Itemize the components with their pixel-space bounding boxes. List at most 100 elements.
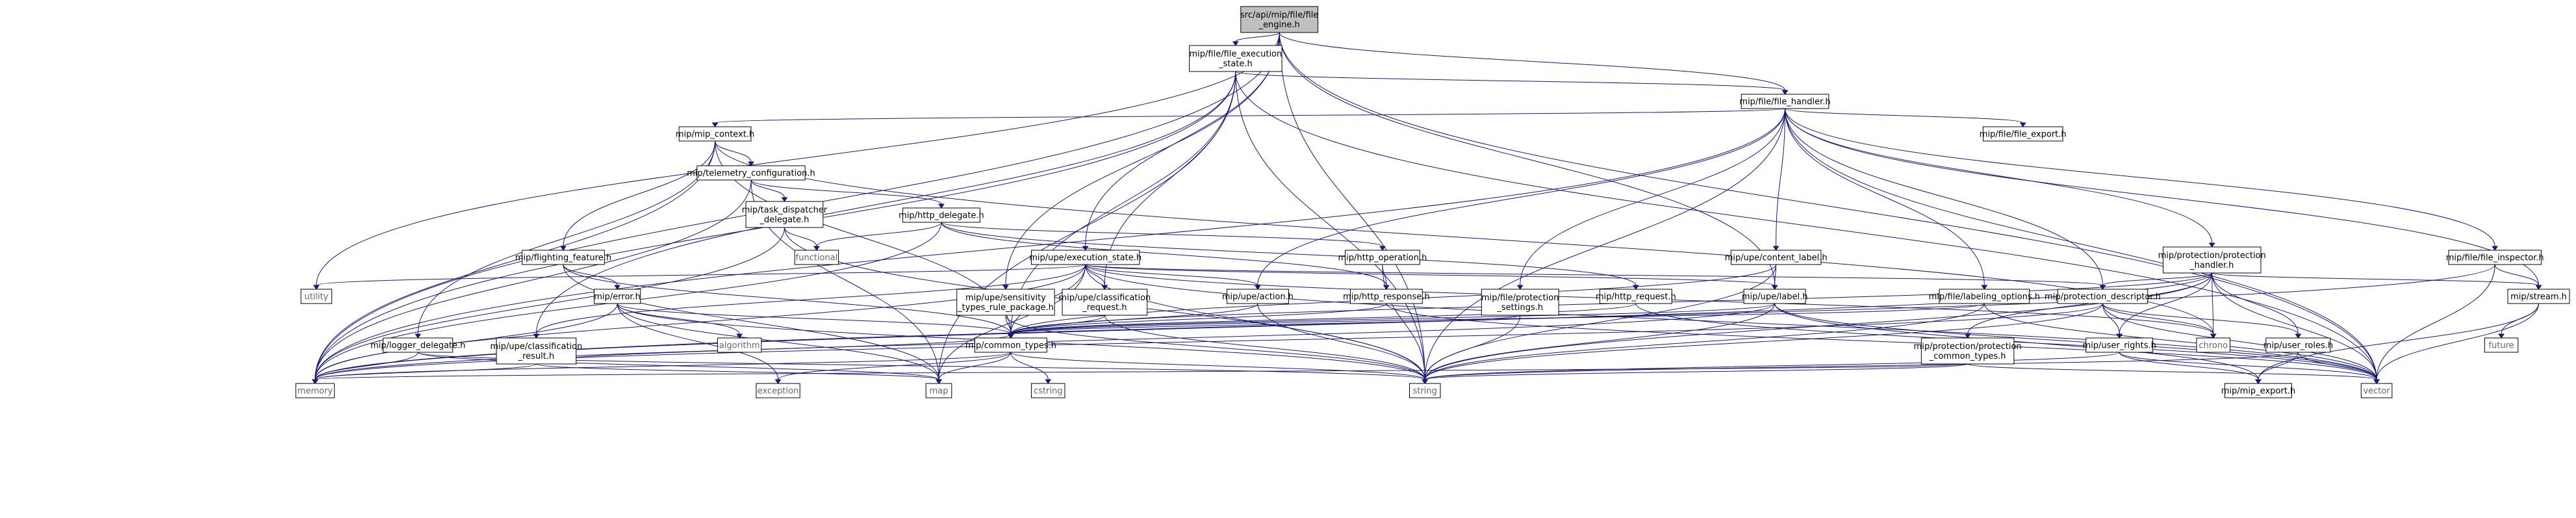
- node-ccr[interactable]: mip/upe/classification_request.h: [1058, 289, 1151, 316]
- node-ctx[interactable]: mip/mip_context.h: [676, 126, 754, 142]
- edge-ur-to-me: [2119, 352, 2259, 380]
- node-label: mip/logger_delegate.h: [370, 341, 465, 351]
- node-fexp[interactable]: mip/file/file_export.h: [1980, 126, 2067, 142]
- edge-err-to-memory: [314, 303, 618, 380]
- edge-fh-to-fps: [1520, 108, 1786, 286]
- edge-ctx-to-tel: [715, 140, 752, 162]
- node-box: [1743, 289, 1806, 304]
- edge-ct-to-memory: [314, 352, 1012, 380]
- arrowhead-ucr-to-ct: [1007, 333, 1014, 339]
- node-fes[interactable]: mip/file/file_execution_state.h: [1189, 45, 1282, 72]
- node-ur[interactable]: mip/user_rights.h: [2082, 337, 2156, 353]
- node-ff[interactable]: mip/flighting_feature.h: [515, 250, 611, 265]
- node-label: mip/upe/label.h: [1742, 292, 1808, 302]
- node-hreq[interactable]: mip/http_request.h: [1596, 289, 1676, 304]
- node-ct[interactable]: mip/common_types.h: [965, 337, 1056, 353]
- arrowhead-pd-to-chrono: [2210, 333, 2217, 339]
- node-flo[interactable]: mip/file/labeling_options.h: [1929, 289, 2040, 304]
- edge-ctx-to-ff: [563, 140, 716, 247]
- arrowhead-fes-to-fh: [1781, 90, 1789, 95]
- node-label: mip/file/labeling_options.h: [1929, 292, 2040, 302]
- arrowhead-pd-to-ur: [2116, 333, 2123, 339]
- edge-err-to-ct: [617, 303, 1012, 335]
- edge-ucr-to-map: [535, 363, 939, 380]
- node-stp[interactable]: mip/upe/sensitivity_types_rule_package.h: [956, 289, 1055, 316]
- edge-ccr-to-string: [1104, 315, 1425, 380]
- node-ppct[interactable]: mip/protection/protection_common_types.h: [1914, 337, 2022, 365]
- node-pd[interactable]: mip/protection_descriptor.h: [2045, 289, 2161, 304]
- node-label: _delegate.h: [759, 215, 809, 225]
- arrowhead-err-to-algorithm: [736, 333, 743, 339]
- node-label: mip/upe/execution_state.h: [1029, 253, 1141, 263]
- edge-es-to-vector: [1085, 264, 2377, 380]
- node-fh[interactable]: mip/file/file_handler.h: [1739, 94, 1831, 109]
- edge-root-to-vector: [1279, 32, 2377, 380]
- edge-ctx-to-ld: [417, 140, 716, 335]
- node-label: mip/telemetry_configuration.h: [687, 169, 815, 179]
- node-label: mip/file/file_execution: [1190, 49, 1282, 59]
- node-box: [678, 126, 752, 142]
- node-tdd[interactable]: mip/task_dispatcher_delegate.h: [742, 201, 828, 228]
- edge-pph-to-ur: [2119, 272, 2213, 335]
- node-hd[interactable]: mip/http_delegate.h: [899, 207, 984, 223]
- node-uro[interactable]: mip/user_roles.h: [2264, 337, 2334, 353]
- arrowhead-hd-to-functional: [813, 246, 820, 251]
- node-label: chrono: [2199, 341, 2228, 351]
- node-box: [1741, 94, 1830, 109]
- node-hop[interactable]: mip/http_operation.h: [1338, 250, 1427, 265]
- node-box: [1031, 250, 1140, 265]
- edge-ct-to-string: [1010, 352, 1425, 380]
- node-act[interactable]: mip/upe/action.h: [1222, 289, 1294, 304]
- node-tel[interactable]: mip/telemetry_configuration.h: [687, 165, 815, 181]
- node-box: [2057, 289, 2149, 304]
- node-ld[interactable]: mip/logger_delegate.h: [370, 337, 466, 353]
- edge-pph-to-uro: [2212, 272, 2299, 335]
- node-label: mip/http_request.h: [1596, 292, 1676, 302]
- node-box: [300, 289, 333, 304]
- node-utility: utility: [300, 289, 333, 304]
- node-cstring: cstring: [1031, 383, 1065, 398]
- arrowhead-fh-to-pph: [2208, 242, 2215, 248]
- node-box: [696, 165, 806, 181]
- node-box: [1031, 383, 1065, 398]
- node-fps[interactable]: mip/file/protection_settings.h: [1481, 289, 1559, 316]
- node-box: [902, 207, 980, 223]
- node-label: _settings.h: [1496, 303, 1543, 313]
- node-box: [745, 201, 824, 228]
- node-hres[interactable]: mip/http_response.h: [1343, 289, 1430, 304]
- edge-ct-to-map: [938, 352, 1012, 380]
- edge-fi-to-vector: [2376, 264, 2495, 380]
- edge-pd-to-ur: [2102, 303, 2120, 335]
- node-lbl[interactable]: mip/upe/label.h: [1742, 289, 1808, 304]
- edge-root-to-fh: [1279, 32, 1786, 91]
- node-label: mip/http_operation.h: [1338, 253, 1427, 263]
- node-box: [1349, 289, 1423, 304]
- arrowhead-fh-to-ctx: [711, 122, 719, 127]
- node-label: mip/file/file_export.h: [1980, 130, 2067, 140]
- edge-es-to-ucr: [535, 264, 1086, 335]
- edge-ppct-to-vector: [1967, 363, 2377, 380]
- node-fi[interactable]: mip/file/file_inspector.h: [2446, 250, 2544, 265]
- node-str_h[interactable]: mip/stream.h: [2507, 289, 2570, 304]
- node-label: mip/upe/action.h: [1222, 292, 1294, 302]
- node-box: [794, 250, 839, 265]
- node-pph[interactable]: mip/protection/protection_handler.h: [2158, 246, 2266, 274]
- node-label: _handler.h: [2189, 261, 2234, 270]
- node-box: [594, 289, 641, 304]
- node-err[interactable]: mip/error.h: [594, 289, 641, 304]
- node-box: [1481, 289, 1559, 316]
- edge-cl-to-string: [1424, 264, 1777, 380]
- edge-uro-to-vector: [2297, 352, 2377, 380]
- node-me[interactable]: mip/mip_export.h: [2221, 383, 2295, 398]
- node-label: algorithm: [719, 341, 760, 351]
- edge-err-to-exception: [617, 303, 779, 380]
- edge-flo-to-string: [1424, 303, 1985, 380]
- edge-pd-to-chrono: [2102, 303, 2214, 335]
- edge-pph-to-pd: [2102, 272, 2213, 286]
- node-cl[interactable]: mip/upe/content_label.h: [1725, 250, 1828, 265]
- node-es[interactable]: mip/upe/execution_state.h: [1029, 250, 1141, 265]
- node-box: [2507, 289, 2570, 304]
- edge-fh-to-act: [1257, 108, 1786, 286]
- node-ucr[interactable]: mip/upe/classification_result.h: [491, 337, 583, 365]
- node-root[interactable]: src/api/mip/file/file_engine.h: [1240, 6, 1318, 33]
